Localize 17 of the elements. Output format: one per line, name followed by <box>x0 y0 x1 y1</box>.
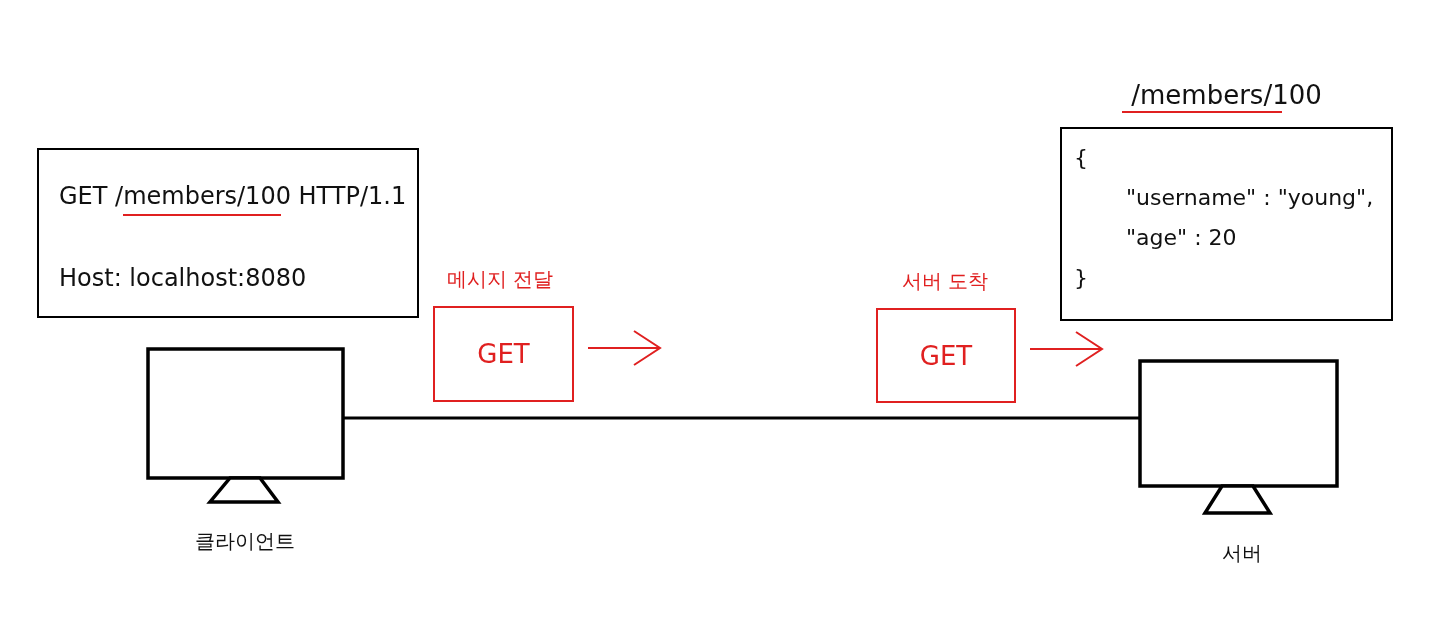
message-label: GET <box>918 340 974 371</box>
request-line: Host: localhost:8080 <box>59 264 307 292</box>
node-label: 서버 도착 <box>900 268 990 295</box>
node-label: 클라이언트 <box>194 528 296 555</box>
code-line: "username" : "young", <box>1126 185 1374 210</box>
message-box <box>433 306 574 402</box>
code-line: "age" : 20 <box>1126 225 1237 250</box>
request-line: GET /members/100 HTTP/1.1 <box>59 182 407 210</box>
request-box <box>37 148 419 318</box>
path-heading: /members/100 <box>1130 80 1323 110</box>
code-line: } <box>1074 265 1088 290</box>
message-box <box>876 308 1016 403</box>
node-label: 서버 <box>1221 540 1263 567</box>
message-label: GET <box>476 339 531 369</box>
code-line: { <box>1074 145 1088 170</box>
connection-line <box>344 416 1140 420</box>
node-label: 메시지 전달 <box>445 266 555 293</box>
